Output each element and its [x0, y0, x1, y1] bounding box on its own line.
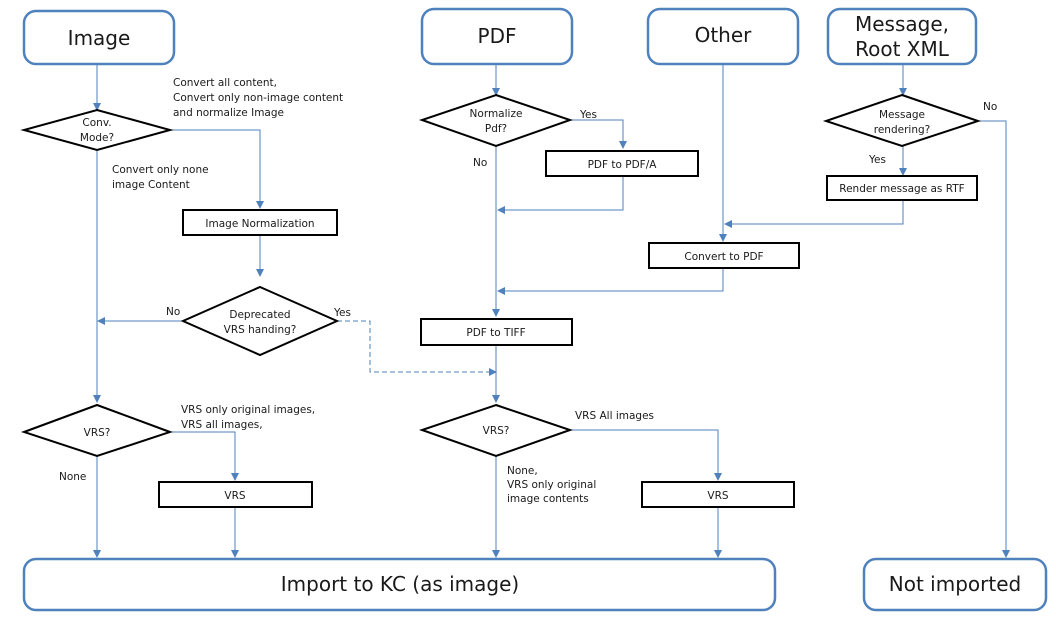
- terminal-message-root-xml: Message, Root XML: [826, 7, 978, 66]
- label-normalize-yes: Yes: [579, 109, 597, 121]
- process-convert-to-pdf: Convert to PDF: [648, 242, 800, 269]
- decision-conv-mode-line1: Conv.: [82, 117, 111, 129]
- terminal-pdf-label: PDF: [478, 24, 517, 48]
- edge-normalize-yes: [570, 119, 627, 149]
- decision-vrs-left-label: VRS?: [84, 427, 111, 439]
- terminal-not-imported-label: Not imported: [889, 572, 1021, 596]
- process-vrs-mid-label: VRS: [707, 490, 728, 502]
- label-vrs-mid-down-1: None,: [507, 465, 538, 477]
- label-vrs-mid-down-3: image contents: [507, 493, 589, 505]
- edge-deprecated-yes: [337, 320, 497, 376]
- label-vrs-left-right-2: VRS all images,: [181, 419, 263, 431]
- terminal-import-kc: Import to KC (as image): [22, 557, 777, 612]
- process-pdf-to-tiff: PDF to TIFF: [420, 318, 573, 346]
- label-conv-mode-down-1: Convert only none: [112, 164, 209, 176]
- process-vrs-mid: VRS: [641, 481, 795, 508]
- decision-message-rendering: Message rendering?: [822, 93, 982, 148]
- label-conv-mode-down-2: image Content: [112, 179, 190, 191]
- label-conv-mode-right-3: and normalize Image: [173, 107, 284, 119]
- label-vrs-left-none: None: [59, 471, 86, 483]
- edge-convert-to-pdf-merge: [497, 269, 724, 295]
- decision-normalize-pdf-line2: Pdf?: [485, 123, 507, 135]
- label-message-no: No: [983, 101, 997, 113]
- edge-labels: Convert all content, Convert only non-im…: [59, 77, 997, 505]
- process-pdf-to-pdfa: PDF to PDF/A: [545, 150, 699, 177]
- decision-vrs-mid: VRS?: [418, 403, 574, 458]
- decision-normalize-pdf: Normalize Pdf?: [418, 93, 574, 148]
- terminal-image-label: Image: [68, 26, 131, 50]
- label-deprecated-no: No: [166, 306, 180, 318]
- label-vrs-left-right-1: VRS only original images,: [181, 404, 315, 416]
- decision-deprecated-vrs: Deprecated VRS handing?: [180, 285, 340, 357]
- decision-conv-mode: Conv. Mode?: [20, 108, 174, 152]
- label-message-yes: Yes: [868, 154, 886, 166]
- process-vrs-left-label: VRS: [224, 490, 245, 502]
- decision-conv-mode-line2: Mode?: [80, 132, 114, 144]
- decision-deprecated-vrs-line1: Deprecated: [229, 309, 290, 321]
- terminal-message-label-line2: Root XML: [855, 37, 950, 61]
- edge-vrs-left-to-vrs-box: [170, 431, 239, 481]
- decision-message-rendering-line2: rendering?: [874, 124, 930, 136]
- terminal-pdf: PDF: [420, 7, 574, 66]
- process-render-message-label: Render message as RTF: [839, 183, 964, 195]
- connectors: [93, 64, 1010, 558]
- label-normalize-no: No: [473, 157, 487, 169]
- edge-rendering-no: [978, 120, 1010, 558]
- terminal-message-label-line1: Message,: [855, 12, 949, 36]
- process-vrs-left: VRS: [158, 481, 313, 508]
- edge-rtf-to-convert: [724, 201, 904, 228]
- label-conv-mode-right-2: Convert only non-image content: [173, 92, 343, 104]
- terminal-import-kc-label: Import to KC (as image): [281, 572, 519, 596]
- decision-vrs-left: VRS?: [20, 403, 174, 458]
- decision-vrs-mid-label: VRS?: [483, 425, 510, 437]
- process-image-normalization: Image Normalization: [182, 209, 338, 236]
- edge-vrs-mid-to-vrs-box: [570, 429, 722, 481]
- terminal-other-label: Other: [695, 23, 753, 47]
- label-vrs-mid-down-2: VRS only original: [507, 479, 596, 491]
- terminal-not-imported: Not imported: [862, 557, 1048, 612]
- label-vrs-mid-right: VRS All images: [575, 410, 654, 422]
- decision-deprecated-vrs-line2: VRS handing?: [224, 324, 297, 336]
- edge-pdfa-merge: [497, 177, 624, 214]
- process-image-normalization-label: Image Normalization: [205, 218, 314, 230]
- label-conv-mode-right-1: Convert all content,: [173, 77, 277, 89]
- terminal-image: Image: [22, 9, 176, 66]
- process-render-message: Render message as RTF: [826, 175, 978, 201]
- terminal-other: Other: [646, 7, 800, 66]
- decision-normalize-pdf-line1: Normalize: [470, 108, 523, 120]
- process-pdf-to-pdfa-label: PDF to PDF/A: [588, 159, 658, 171]
- decision-message-rendering-line1: Message: [879, 109, 925, 121]
- process-pdf-to-tiff-label: PDF to TIFF: [466, 327, 525, 339]
- process-convert-to-pdf-label: Convert to PDF: [684, 251, 763, 263]
- label-deprecated-yes: Yes: [333, 307, 351, 319]
- edge-conv-mode-to-image-normalization: [170, 129, 264, 209]
